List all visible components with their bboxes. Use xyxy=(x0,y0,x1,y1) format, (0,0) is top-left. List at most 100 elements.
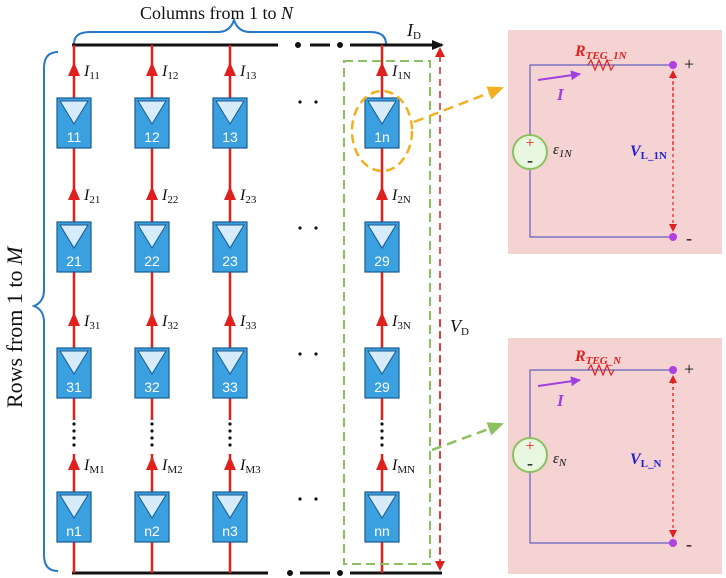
current-label: I3N xyxy=(391,313,411,332)
terminal-minus-label: - xyxy=(686,534,692,554)
terminal-plus-label: + xyxy=(684,359,694,379)
resistor-label: RTEG_1N xyxy=(574,43,628,62)
current-arrow-icon xyxy=(68,456,80,470)
cell-label: 32 xyxy=(144,379,160,395)
cell-label: 11 xyxy=(67,129,82,145)
emf-label: εN xyxy=(553,451,567,469)
teg-cell: 29 xyxy=(364,221,400,273)
teg-cell: nn xyxy=(364,491,400,543)
voltage-source-icon xyxy=(512,437,548,473)
column-n-highlight xyxy=(343,60,431,565)
svg-text:-: - xyxy=(527,453,533,473)
current-arrow-icon xyxy=(376,456,388,470)
current-label: I23 xyxy=(239,187,257,206)
current-label: I22 xyxy=(161,187,178,206)
current-arrow-icon xyxy=(376,312,388,326)
current-label: I32 xyxy=(161,313,178,332)
teg-cell: 33 xyxy=(212,347,248,399)
current-label: I xyxy=(556,85,565,104)
cell-label: 29 xyxy=(374,379,390,395)
cell-1n-highlight xyxy=(350,89,414,173)
teg-symbol-icon xyxy=(59,350,89,375)
callout-arrow-top xyxy=(413,86,504,124)
current-label: I1N xyxy=(391,63,411,82)
teg-symbol-icon xyxy=(367,494,397,519)
terminal-minus-dot xyxy=(669,233,677,241)
teg-symbol-icon xyxy=(367,100,397,125)
teg-symbol-icon xyxy=(59,224,89,249)
current-label: I12 xyxy=(161,63,178,82)
callout-arrow-bottom xyxy=(431,422,504,452)
teg-symbol-icon xyxy=(137,350,167,375)
resistor-icon xyxy=(587,58,615,72)
current-arrow-icon xyxy=(376,186,388,200)
teg-symbol-icon xyxy=(367,224,397,249)
teg-symbol-icon xyxy=(137,100,167,125)
current-arrow-icon xyxy=(376,62,388,76)
current-label: I31 xyxy=(83,313,100,332)
cell-label: 33 xyxy=(222,379,238,395)
teg-symbol-icon xyxy=(59,100,89,125)
cell-label: 13 xyxy=(222,129,238,145)
vd-label: VD xyxy=(450,316,469,338)
cell-label: nn xyxy=(374,523,390,539)
cell-label: 31 xyxy=(66,379,82,395)
terminal-minus-dot xyxy=(669,539,677,547)
circuit-panel-bottom: + - RTEG_N I εN VL_N + - xyxy=(508,338,722,574)
teg-symbol-icon xyxy=(215,224,245,249)
teg-cell: 31 xyxy=(56,347,92,399)
terminal-minus-label: - xyxy=(686,228,692,248)
voltage-source-icon xyxy=(512,134,548,170)
resistor-label: RTEG_N xyxy=(574,348,622,367)
current-arrow-icon xyxy=(146,312,158,326)
current-labels: I11I21I31IM1I12I22I32IM2I13I23I33IM3I1NI… xyxy=(83,63,415,476)
resistor-icon xyxy=(587,363,615,377)
teg-cell: 29 xyxy=(364,347,400,399)
emf-label: ε1N xyxy=(553,142,572,160)
cell-label: n3 xyxy=(222,523,238,539)
current-arrow-icon xyxy=(224,62,236,76)
teg-cell: 32 xyxy=(134,347,170,399)
teg-symbol-icon xyxy=(215,350,245,375)
rows-title: Rows from 1 to M xyxy=(2,245,27,408)
teg-cell: n3 xyxy=(212,491,248,543)
svg-text:+: + xyxy=(525,135,534,152)
teg-cell: 22 xyxy=(134,221,170,273)
columns-brace xyxy=(73,16,387,45)
cell-label: 12 xyxy=(144,129,160,145)
current-arrow-icon xyxy=(224,312,236,326)
terminal-plus-label: + xyxy=(684,54,694,74)
current-arrow-icon xyxy=(146,62,158,76)
voltage-label: VL_1N xyxy=(630,143,667,162)
teg-symbol-icon xyxy=(215,494,245,519)
current-label: I13 xyxy=(239,63,257,82)
teg-cell: 13 xyxy=(212,97,248,149)
current-arrow-icon xyxy=(224,456,236,470)
current-label: I xyxy=(556,391,565,410)
current-label: I2N xyxy=(391,187,411,206)
teg-symbol-icon xyxy=(367,350,397,375)
teg-symbol-icon xyxy=(59,494,89,519)
teg-cell: 11 xyxy=(56,97,92,149)
top-bus xyxy=(72,40,444,50)
current-label: I21 xyxy=(83,187,100,206)
rows-brace xyxy=(31,51,59,572)
current-arrow-icon xyxy=(146,186,158,200)
teg-symbol-icon xyxy=(137,494,167,519)
teg-cell: 23 xyxy=(212,221,248,273)
current-label: IM1 xyxy=(83,457,105,476)
current-arrow-icon xyxy=(68,312,80,326)
teg-cell: n1 xyxy=(56,491,92,543)
terminal-plus-dot xyxy=(669,366,677,374)
current-label: I11 xyxy=(83,63,100,82)
current-arrow-icon xyxy=(68,62,80,76)
voltage-label: VL_N xyxy=(630,451,662,470)
current-arrow-icon xyxy=(537,70,581,81)
columns-title: Columns from 1 to N xyxy=(140,3,294,23)
current-label: I33 xyxy=(239,313,257,332)
cell-label: n1 xyxy=(66,523,82,539)
teg-cell: 1n xyxy=(364,97,400,149)
cell-label: 22 xyxy=(144,253,160,269)
